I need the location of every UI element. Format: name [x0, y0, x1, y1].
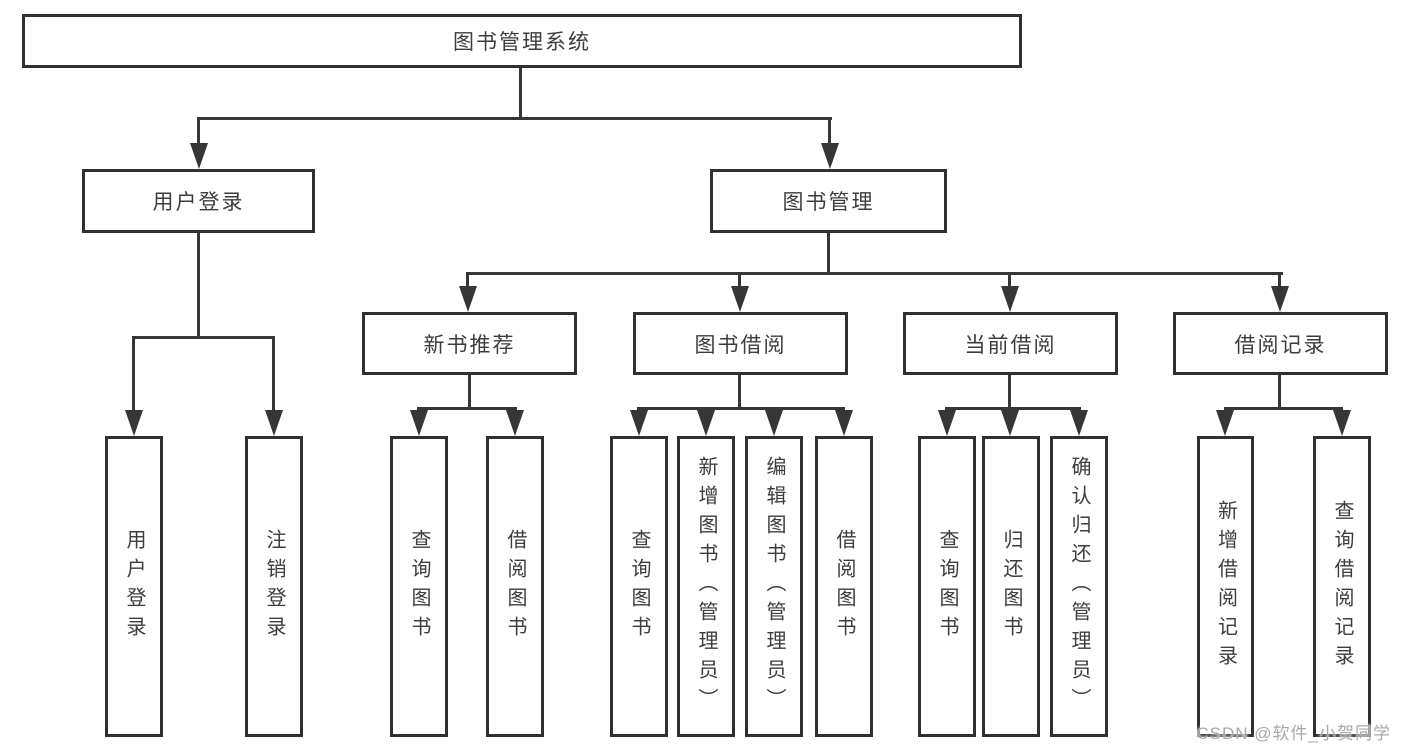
connector-drop-book-borrowing	[738, 272, 741, 286]
arrowhead-down-icon	[697, 410, 715, 436]
node-current-borrowing: 当前借阅	[903, 312, 1118, 375]
leaf-query-borrow-record: 查询借阅记录	[1313, 436, 1371, 737]
connector-new-book-bar	[417, 407, 517, 410]
leaf-add-borrow-record: 新增借阅记录	[1197, 436, 1254, 737]
connector-current-borrowing-stem	[1008, 375, 1011, 407]
arrowhead-down-icon	[190, 143, 208, 169]
arrowhead-down-icon	[1333, 410, 1351, 436]
arrowhead-down-icon	[630, 410, 648, 436]
leaf-edit-books-admin: 编辑图书（管理员）	[745, 436, 803, 737]
arrowhead-down-icon	[125, 410, 143, 436]
connector-drop-logout-leaf	[272, 336, 275, 410]
node-book-management: 图书管理	[710, 169, 947, 233]
node-book-borrowing: 图书借阅	[633, 312, 848, 375]
connector-borrowing-records-stem	[1278, 375, 1281, 407]
arrowhead-down-icon	[1216, 410, 1234, 436]
node-user-login: 用户登录	[82, 169, 315, 233]
arrowhead-down-icon	[938, 410, 956, 436]
leaf-user-login: 用户登录	[105, 436, 163, 737]
connector-book-management-stem	[827, 232, 830, 272]
arrowhead-down-icon	[765, 410, 783, 436]
node-borrowing-records: 借阅记录	[1173, 312, 1388, 375]
connector-root-stem	[519, 68, 522, 117]
leaf-return-books: 归还图书	[982, 436, 1040, 737]
arrowhead-down-icon	[1001, 286, 1019, 312]
connector-drop-new-book	[466, 272, 469, 286]
arrowhead-down-icon	[410, 410, 428, 436]
connector-new-book-stem	[468, 375, 471, 407]
arrowhead-down-icon	[1070, 410, 1088, 436]
connector-drop-user-login	[197, 117, 200, 143]
leaf-confirm-return-admin: 确认归还（管理员）	[1050, 436, 1108, 737]
arrowhead-down-icon	[1001, 410, 1019, 436]
leaf-borrow-books: 借阅图书	[815, 436, 873, 737]
connector-drop-current-borrowing	[1008, 272, 1011, 286]
connector-user-login-stem	[197, 232, 200, 336]
leaf-borrow-books-recommend: 借阅图书	[486, 436, 544, 737]
node-new-book-recommendation: 新书推荐	[362, 312, 577, 375]
node-library-system: 图书管理系统	[22, 14, 1022, 68]
leaf-query-books-borrow: 查询图书	[610, 436, 668, 737]
leaf-logout: 注销登录	[245, 436, 303, 737]
connector-drop-login-leaf	[132, 336, 135, 410]
arrowhead-down-icon	[506, 410, 524, 436]
arrowhead-down-icon	[265, 410, 283, 436]
connector-drop-book-management	[828, 117, 831, 143]
arrowhead-down-icon	[731, 286, 749, 312]
csdn-watermark: CSDN @软件_小贺同学	[1196, 724, 1391, 743]
arrowhead-down-icon	[1271, 286, 1289, 312]
connector-book-borrowing-stem	[738, 375, 741, 407]
leaf-query-books-recommend: 查询图书	[390, 436, 448, 737]
connector-drop-borrowing-records	[1278, 272, 1281, 286]
connector-level3-bar	[466, 272, 1283, 275]
connector-current-borrowing-bar	[945, 407, 1081, 410]
leaf-query-books-current: 查询图书	[918, 436, 976, 737]
arrowhead-down-icon	[835, 410, 853, 436]
connector-book-borrowing-bar	[637, 407, 845, 410]
connector-level2-bar	[197, 117, 832, 120]
connector-user-login-bar	[132, 336, 275, 339]
connector-borrowing-records-bar	[1224, 407, 1343, 410]
arrowhead-down-icon	[459, 286, 477, 312]
leaf-add-books-admin: 新增图书（管理员）	[677, 436, 735, 737]
arrowhead-down-icon	[821, 143, 839, 169]
